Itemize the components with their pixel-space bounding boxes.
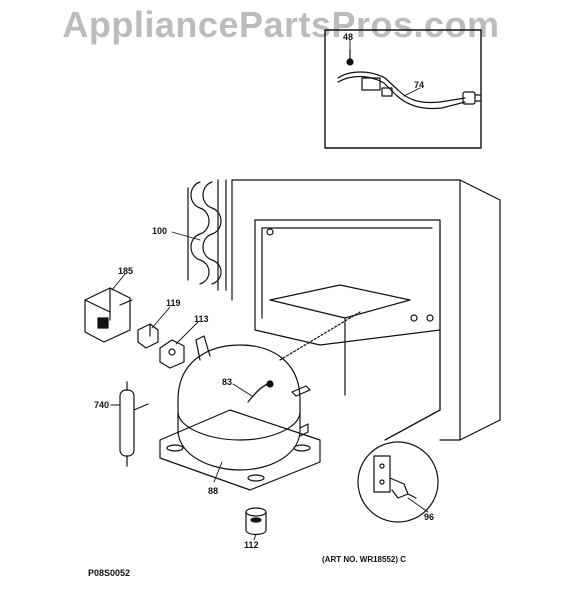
- callout-185: 185: [118, 266, 133, 276]
- leader-lines: [110, 39, 429, 541]
- connector-119: [137, 323, 159, 349]
- callout-83: 83: [222, 377, 232, 387]
- cabinet-back: [231, 179, 501, 441]
- callout-74: 74: [414, 80, 424, 90]
- diagram-code: P08S0052: [88, 568, 130, 578]
- inset-box: [324, 29, 482, 149]
- callout-740: 740: [94, 400, 109, 410]
- callout-119: 119: [166, 298, 181, 308]
- callout-88: 88: [208, 486, 218, 496]
- compressor: [159, 335, 321, 491]
- watermark: AppliancePartsPros.com: [62, 4, 500, 45]
- condenser-coil: [187, 179, 227, 291]
- filter-drier: [119, 381, 149, 467]
- art-number: (ART NO. WR18552) C: [322, 555, 406, 564]
- callout-96: 96: [424, 512, 434, 522]
- overload-113: [159, 339, 185, 369]
- callout-100: 100: [152, 226, 167, 236]
- outlet-detail: [357, 441, 439, 523]
- callout-48: 48: [343, 32, 353, 42]
- grommet: [245, 507, 267, 536]
- callout-113: 113: [194, 314, 209, 324]
- start-relay: [84, 287, 133, 343]
- callout-112: 112: [244, 540, 259, 550]
